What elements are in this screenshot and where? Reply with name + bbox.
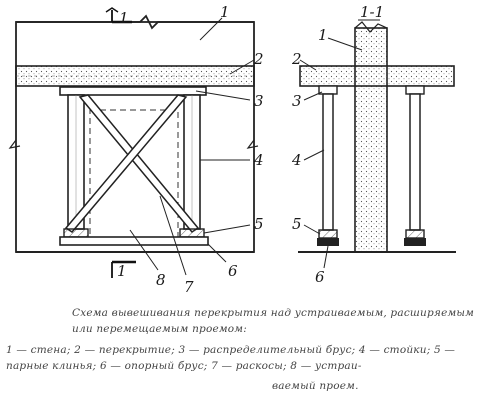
label-slab: 2: [253, 50, 264, 68]
section-label-beam: 3: [292, 92, 302, 110]
caption-legend: 1 — стена; 2 — перекрытие; 3 — распредел…: [6, 344, 456, 372]
label-brace: 7: [184, 278, 194, 296]
section-label-post: 4: [291, 151, 302, 169]
label-opening: 8: [156, 271, 166, 289]
caption-legend-tail: ваемый проем.: [272, 380, 359, 392]
elevation-view: 1 1 1 2 3 4 5 6 7 8: [8, 3, 264, 296]
section-cut-marks: [105, 7, 136, 278]
post-section-right: [409, 93, 421, 231]
beam-section-left: [318, 85, 338, 95]
caption-title: Схема вывешивания перекрытия над устраив…: [72, 307, 475, 335]
section-label-slab: 2: [291, 50, 302, 68]
section-title: 1-1: [360, 3, 384, 21]
support-beam: [59, 236, 209, 246]
label-wedges: 5: [254, 215, 264, 233]
post-right: [183, 94, 201, 230]
leader-lines: [129, 17, 255, 276]
section-leader-lines: [299, 37, 363, 269]
slab-section: [299, 65, 455, 87]
break-mark-right: [246, 139, 259, 149]
wedges-section-right: [405, 229, 425, 239]
section-label-wedges: 5: [292, 215, 302, 233]
label-support: 6: [228, 262, 238, 280]
section-view: 1-1 1 2 3 4 5 6: [291, 3, 456, 286]
wall-section: [354, 27, 388, 253]
label-post: 4: [253, 151, 264, 169]
slab: [15, 65, 255, 87]
shoring-scheme-drawing: 1 1 1 2 3 4 5 6 7 8 1-1: [8, 3, 456, 296]
wedges-section-left: [318, 229, 338, 239]
section-mark-top: 1: [119, 9, 129, 27]
braces: [64, 94, 200, 233]
label-wall: 1: [220, 3, 230, 21]
wall-outline: [15, 21, 255, 253]
opening-outline: [89, 109, 179, 245]
section-label-wall: 1: [318, 26, 328, 44]
support-section-right: [404, 238, 426, 246]
section-mark-bottom: 1: [117, 262, 127, 280]
label-beam: 3: [254, 92, 264, 110]
post-section-left: [322, 93, 334, 231]
break-mark-left: [8, 139, 21, 149]
section-label-support: 6: [315, 268, 325, 286]
beam-section-right: [405, 85, 425, 95]
figure-caption: Схема вывешивания перекрытия над устраив…: [0, 305, 502, 403]
support-section-left: [317, 238, 339, 246]
distribution-beam: [59, 86, 207, 96]
